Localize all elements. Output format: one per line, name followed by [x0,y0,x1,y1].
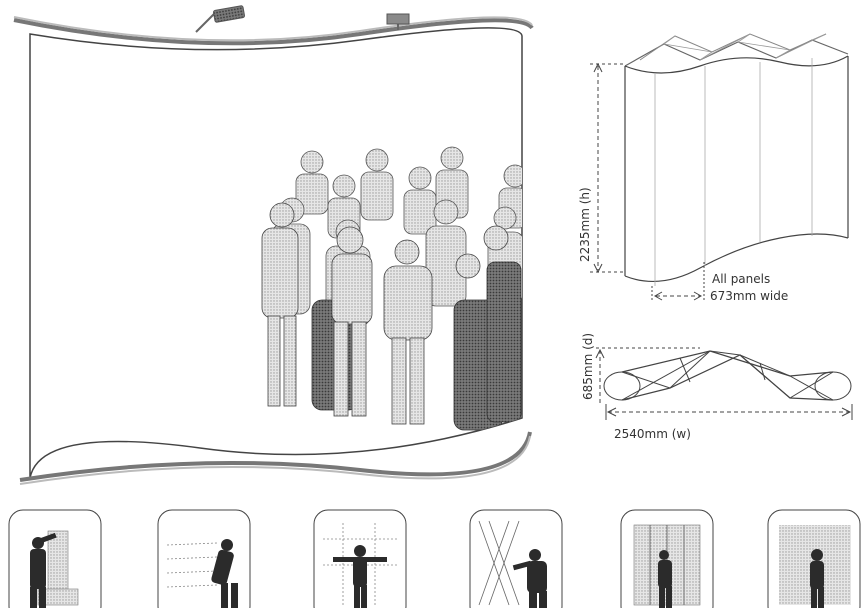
assembly-step-6 [767,509,861,608]
spotlight-right-icon [386,13,410,30]
assembly-step-2 [157,509,251,608]
plan-view-diagram: 685mm (d) 2540mm (w) [581,333,853,441]
assembly-step-3 [313,509,407,608]
group-photo-graphic [261,146,522,431]
stand-3d-view: 2235mm (h) All panels 673mm wide [578,33,849,303]
assembly-step-1 [8,509,102,608]
spotlight-left-icon [195,5,245,33]
curved-display-stand [13,5,534,485]
assembly-step-4 [469,509,563,608]
assembly-step-5 [620,509,714,608]
person-figure-icon [658,550,672,608]
width-label: 2540mm (w) [614,427,691,441]
person-figure-icon [333,545,387,608]
person-figure-icon [810,549,824,608]
panels-label-line2: 673mm wide [710,289,788,303]
depth-label: 685mm (d) [581,333,595,400]
height-label: 2235mm (h) [578,187,592,262]
panels-label-line1: All panels [712,272,770,286]
person-figure-icon [512,549,547,608]
person-figure-icon [211,539,238,608]
person-figure-icon [30,532,57,608]
